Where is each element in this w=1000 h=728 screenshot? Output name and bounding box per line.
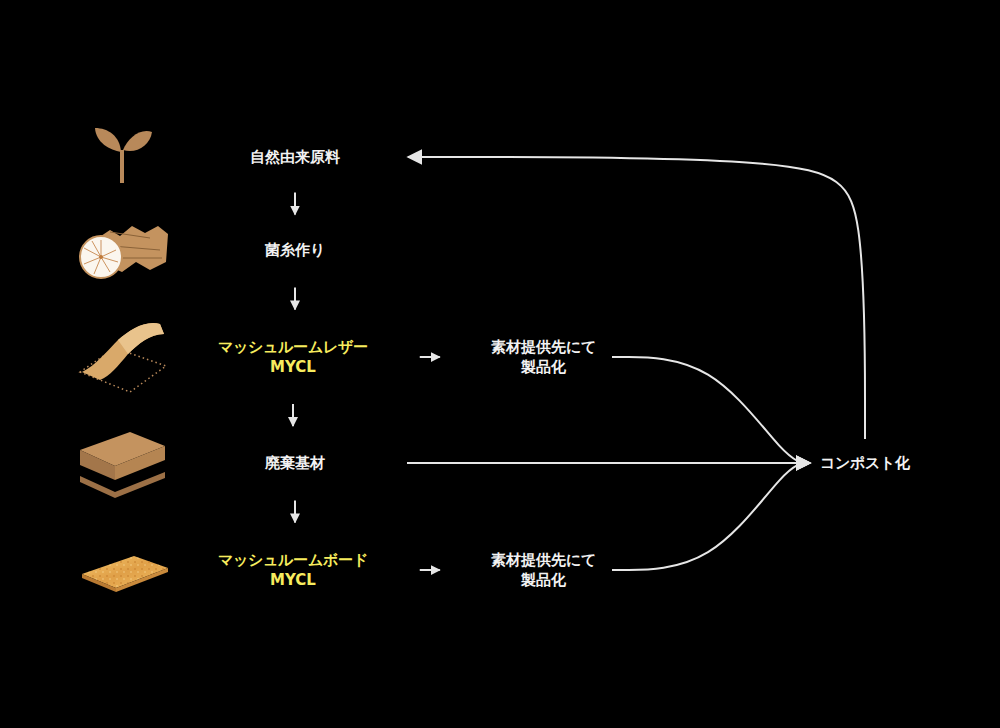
destination-label: 素材提供先にて 製品化: [484, 550, 602, 591]
leather-icon: [80, 323, 166, 392]
compost-label: コンポスト化: [818, 453, 912, 473]
node-text: 素材提供先にて 製品化: [484, 550, 602, 591]
flow-arrow: [407, 462, 810, 464]
step-label: 菌糸作り: [263, 240, 327, 260]
flow-arrow: [612, 463, 810, 570]
product-label: マッシュルームレザー MYCL: [211, 337, 376, 378]
step-label: 廃棄基材: [263, 453, 327, 473]
node-text: 廃棄基材: [263, 453, 327, 473]
node-text: マッシュルームレザー MYCL: [211, 337, 376, 378]
sprout-icon: [95, 128, 152, 183]
node-text: 素材提供先にて 製品化: [484, 337, 602, 378]
flow-arrow: [420, 569, 440, 571]
flow-arrow: [292, 404, 294, 426]
flow-arrow: [408, 157, 865, 439]
substrate-icon: [80, 432, 165, 498]
flow-arrow: [294, 287, 296, 309]
flow-arrow: [420, 356, 440, 358]
product-label: マッシュルームボード MYCL: [211, 550, 376, 591]
node-text: コンポスト化: [818, 453, 912, 473]
flow-arrow: [612, 357, 810, 463]
node-text: 菌糸作り: [263, 240, 327, 260]
node-text: マッシュルームボード MYCL: [211, 550, 376, 591]
destination-label: 素材提供先にて 製品化: [484, 337, 602, 378]
step-label: 自然由来原料: [248, 147, 342, 167]
node-text: 自然由来原料: [248, 147, 342, 167]
board-icon: [82, 556, 168, 592]
flow-arrow: [294, 500, 296, 522]
mycelium-icon: [80, 226, 168, 278]
flow-arrow: [294, 193, 296, 215]
